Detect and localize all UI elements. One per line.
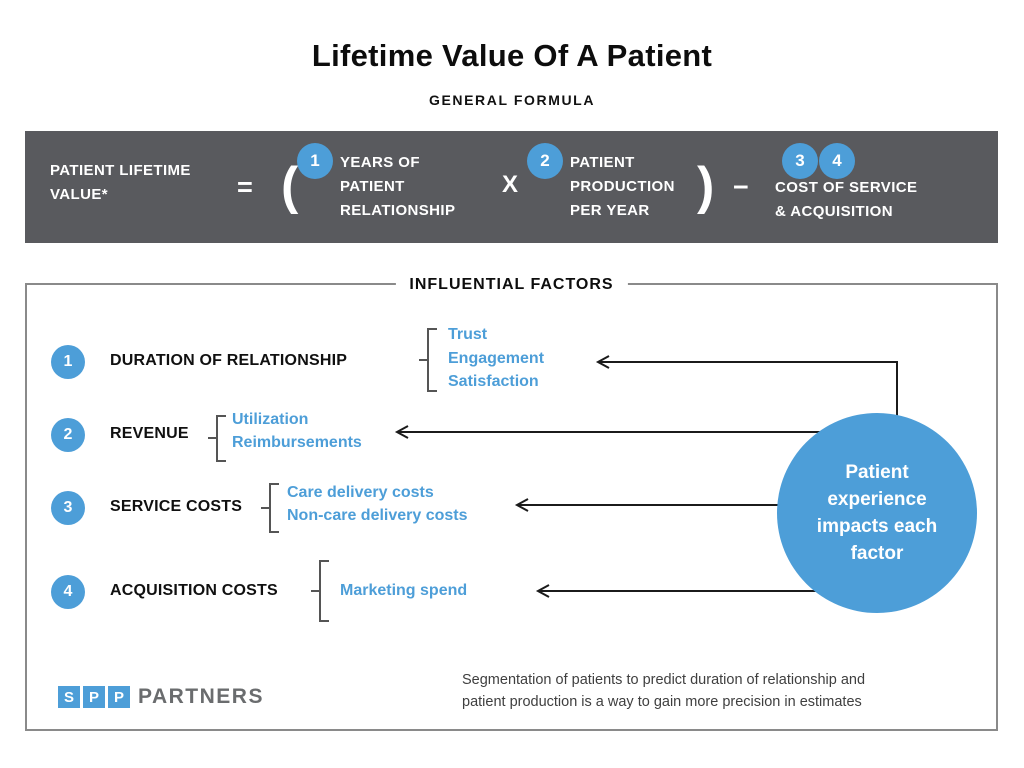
minus-sign: − (733, 172, 750, 202)
open-paren: ( (281, 157, 299, 215)
factors-heading: INFLUENTIAL FACTORS (395, 276, 628, 294)
factor-4-label: ACQUISITION COSTS (110, 582, 278, 599)
factor-1-bracket (419, 328, 437, 392)
spp-partners-logo: S P P PARTNERS (58, 685, 264, 709)
term3-number-4: 4 (832, 151, 842, 170)
term2-number-badge: 2 (527, 143, 563, 179)
segmentation-note: Segmentation of patients to predict dura… (462, 669, 865, 713)
term3-line2: & ACQUISITION (775, 203, 893, 220)
factor-1-label: DURATION OF RELATIONSHIP (110, 352, 348, 369)
plv-line1: PATIENT LIFETIME (50, 162, 191, 179)
logo-wordmark: PARTNERS (138, 685, 264, 708)
factor-item: Marketing spend (340, 582, 468, 599)
factor-4-items: Marketing spend (340, 579, 467, 602)
logo-square-p2: P (108, 686, 130, 708)
arrow-to-factor-1 (595, 355, 898, 425)
factor-item: Utilization (232, 411, 309, 428)
term1-number-badge: 1 (297, 143, 333, 179)
factor-1-badge: 1 (51, 345, 85, 379)
factor-2-badge: 2 (51, 418, 85, 452)
arrow-to-factor-4 (535, 584, 822, 598)
factor-2-items: Utilization Reimbursements (232, 409, 362, 454)
factor-item: Care delivery costs (287, 484, 434, 501)
note-line1: Segmentation of patients to predict dura… (462, 672, 866, 688)
factor-2-bracket (208, 415, 226, 462)
term1-line1: YEARS OF (340, 154, 420, 171)
arrow-to-factor-2 (394, 425, 827, 439)
formula-bar: PATIENT LIFETIME VALUE* = ( 1 YEARS OF P… (25, 131, 998, 243)
page-subtitle: GENERAL FORMULA (428, 92, 596, 108)
factor-4-number: 4 (63, 583, 73, 600)
factor-2-label: REVENUE (110, 425, 189, 442)
note-line2: patient production is a way to gain more… (462, 694, 862, 710)
arrow-to-factor-3 (514, 498, 817, 512)
multiply-sign: X (502, 171, 519, 198)
callout-text: Patient experience impacts each factor (816, 462, 938, 564)
patient-lifetime-value-label: PATIENT LIFETIME VALUE* (50, 159, 191, 207)
logo-square-p1: P (83, 686, 105, 708)
impact-arrows (394, 355, 898, 598)
factor-3-number: 3 (63, 499, 73, 516)
equals-sign: = (237, 172, 254, 202)
term1-line3: RELATIONSHIP (340, 202, 456, 219)
close-paren: ) (697, 157, 715, 215)
factor-3-label: SERVICE COSTS (110, 498, 243, 515)
influential-factors-box: INFLUENTIAL FACTORS 1 DURATION OF RELATI… (25, 276, 998, 731)
term2-label: PATIENT PRODUCTION PER YEAR (570, 151, 675, 223)
term1-number: 1 (310, 151, 320, 170)
term3-number-3: 3 (795, 151, 805, 170)
term1-line2: PATIENT (340, 178, 405, 195)
factor-item: Reimbursements (232, 433, 362, 451)
factor-1-items: Trust Engagement Satisfaction (448, 323, 544, 394)
term3-number-badge-3: 3 (782, 143, 818, 179)
factor-2-number: 2 (63, 426, 73, 443)
factor-item: Engagement (448, 349, 545, 367)
logo-square-s: S (58, 686, 80, 708)
patient-experience-callout: Patient experience impacts each factor (777, 413, 977, 613)
factor-3-badge: 3 (51, 491, 85, 525)
term3-number-badge-4: 4 (819, 143, 855, 179)
factor-1-number: 1 (63, 353, 73, 370)
term2-line2: PRODUCTION (570, 178, 675, 195)
factor-item: Trust (448, 326, 488, 343)
plv-line2: VALUE* (50, 186, 108, 203)
page-title: Lifetime Value Of A Patient (311, 38, 713, 73)
term2-number: 2 (540, 151, 550, 170)
factor-item: Satisfaction (448, 373, 539, 390)
factor-4-badge: 4 (51, 575, 85, 609)
factor-3-bracket (261, 483, 279, 533)
factor-item: Non-care delivery costs (287, 507, 468, 524)
term2-line1: PATIENT (570, 154, 635, 171)
term3-line1: COST OF SERVICE (775, 179, 918, 196)
term1-label: YEARS OF PATIENT RELATIONSHIP (340, 151, 455, 223)
term2-line3: PER YEAR (570, 202, 650, 219)
factor-3-items: Care delivery costs Non-care delivery co… (287, 481, 468, 527)
factor-4-bracket (311, 560, 329, 622)
term3-label: COST OF SERVICE & ACQUISITION (775, 176, 917, 224)
